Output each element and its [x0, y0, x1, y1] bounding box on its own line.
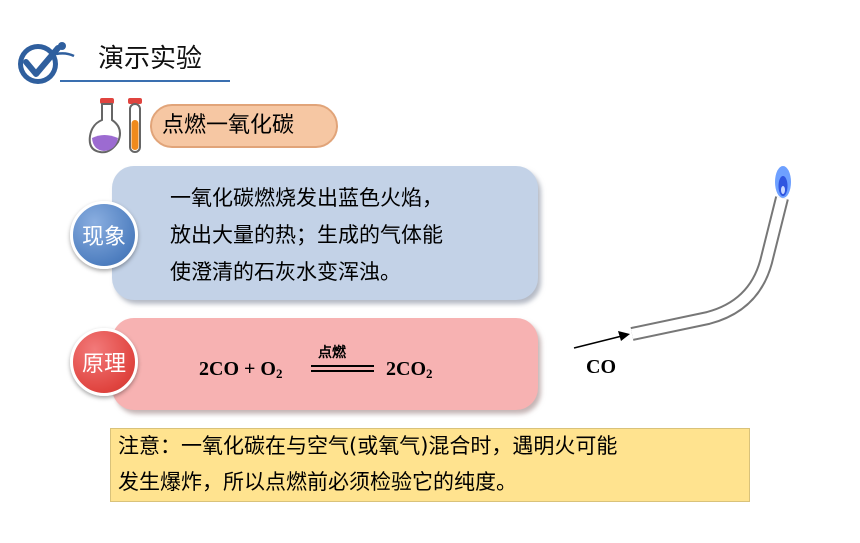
- principle-badge: 原理: [70, 328, 138, 396]
- phenomenon-line: 放出大量的热；生成的气体能: [170, 223, 443, 247]
- reactant-co: 2CO: [199, 358, 239, 380]
- principle-card: [112, 318, 538, 410]
- co-gas-label: CO: [586, 356, 616, 378]
- glass-tube-flame-diagram: [573, 166, 791, 349]
- equation-product: 2CO2: [386, 358, 433, 382]
- reactant-o2: + O: [239, 358, 276, 380]
- flask-icon: [88, 98, 142, 154]
- phenomenon-line: 使澄清的石灰水变浑浊。: [170, 260, 401, 284]
- subtitle-pill: [150, 104, 338, 148]
- note-line: 发生爆炸，所以点燃前必须检验它的纯度。: [118, 470, 517, 494]
- reaction-condition: 点燃: [318, 345, 346, 361]
- warning-note-text: 注意：一氧化碳在与空气(或氧气)混合时，遇明火可能 发生爆炸，所以点燃前必须检验…: [118, 428, 748, 500]
- o2-subscript: 2: [275, 366, 283, 381]
- title-underline: [60, 80, 230, 82]
- experiment-title: 点燃一氧化碳: [162, 113, 295, 138]
- phenomenon-line: 一氧化碳燃烧发出蓝色火焰，: [170, 186, 443, 210]
- phenomenon-card: [112, 166, 538, 300]
- phenomenon-badge: 现象: [70, 201, 138, 269]
- blue-flame-icon: [775, 166, 791, 198]
- phenomenon-text: 一氧化碳燃烧发出蓝色火焰， 放出大量的热；生成的气体能 使澄清的石灰水变浑浊。: [170, 180, 443, 291]
- equals-bar-bottom: [311, 370, 374, 372]
- equation-reactants: 2CO + O2: [199, 358, 282, 382]
- glass-tube: [630, 196, 789, 341]
- gas-flow-arrow: [573, 331, 630, 349]
- warning-note-box: [110, 428, 750, 502]
- note-line: 注意：一氧化碳在与空气(或氧气)混合时，遇明火可能: [118, 434, 618, 458]
- check-logo-icon: [18, 42, 75, 84]
- product-co2: 2CO: [386, 358, 426, 380]
- page-title: 演示实验: [98, 44, 203, 74]
- co2-subscript: 2: [426, 366, 433, 381]
- equals-bar-top: [311, 365, 374, 367]
